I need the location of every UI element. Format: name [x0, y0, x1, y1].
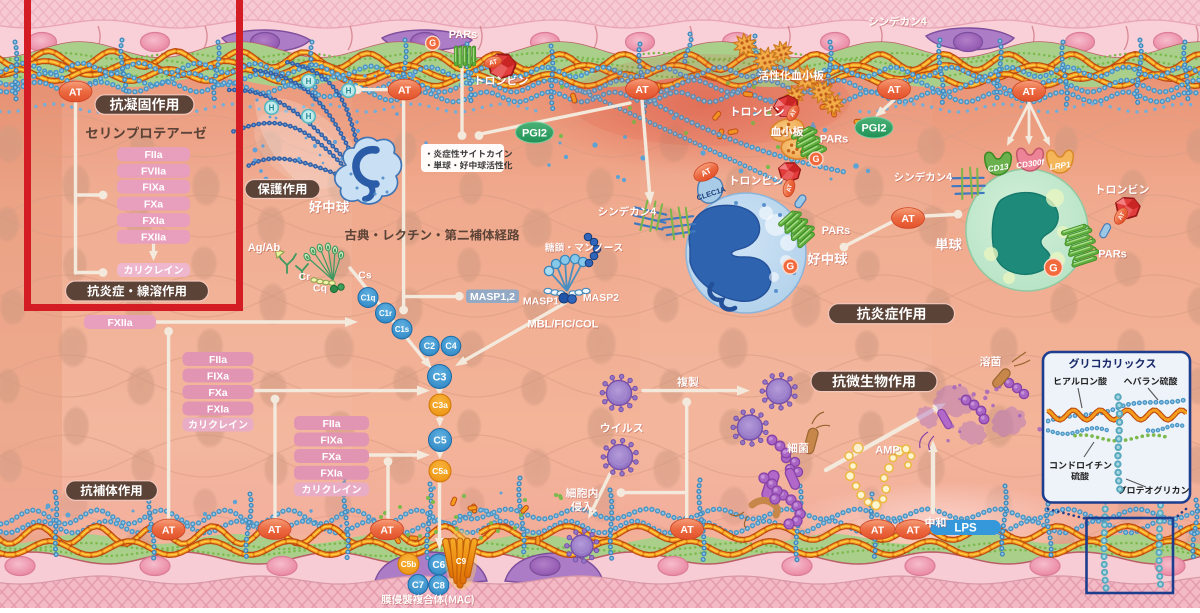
- svg-text:MASP1,2: MASP1,2: [470, 291, 515, 303]
- svg-text:Cr: Cr: [299, 271, 311, 283]
- svg-text:PARs: PARs: [820, 134, 849, 146]
- svg-text:C5a: C5a: [432, 466, 448, 476]
- svg-text:FIIa: FIIa: [322, 418, 340, 430]
- svg-text:AT: AT: [700, 166, 713, 179]
- svg-text:PARs: PARs: [450, 30, 479, 42]
- svg-text:AT: AT: [871, 524, 885, 536]
- svg-text:FXIa: FXIa: [207, 403, 229, 415]
- svg-text:FXa: FXa: [322, 451, 341, 463]
- svg-text:C2: C2: [424, 341, 435, 351]
- svg-text:C8: C8: [433, 580, 445, 591]
- svg-text:C3: C3: [433, 371, 447, 383]
- svg-text:AT: AT: [398, 84, 412, 96]
- svg-text:FXIIa: FXIIa: [107, 317, 132, 329]
- svg-text:C5b: C5b: [401, 560, 416, 569]
- svg-text:C3a: C3a: [432, 400, 448, 410]
- svg-text:H: H: [346, 86, 352, 95]
- svg-text:PARs: PARs: [822, 225, 851, 237]
- svg-text:FIIa: FIIa: [144, 149, 162, 161]
- svg-text:MBL/FIC/COL: MBL/FIC/COL: [528, 319, 599, 331]
- svg-text:AT: AT: [488, 58, 498, 67]
- svg-text:PARs: PARs: [449, 29, 478, 41]
- svg-text:PGI2: PGI2: [522, 128, 547, 140]
- svg-text:AT: AT: [887, 84, 901, 96]
- svg-text:FXa: FXa: [208, 387, 227, 399]
- svg-text:MASP2: MASP2: [584, 293, 620, 305]
- svg-text:AMP: AMP: [876, 445, 900, 457]
- svg-text:AT: AT: [380, 524, 394, 536]
- svg-text:AT: AT: [268, 524, 282, 536]
- svg-text:PARs: PARs: [1099, 249, 1128, 261]
- svg-text:Cq: Cq: [314, 283, 328, 295]
- svg-text:CD13: CD13: [987, 162, 1009, 174]
- svg-text:AT: AT: [69, 86, 83, 98]
- svg-text:AT: AT: [1022, 86, 1036, 98]
- svg-text:AT: AT: [901, 213, 915, 225]
- svg-text:AT: AT: [906, 524, 920, 536]
- svg-text:G: G: [786, 262, 794, 273]
- svg-text:FIXa: FIXa: [320, 434, 342, 446]
- svg-text:H: H: [269, 103, 275, 112]
- svg-text:AMP: AMP: [875, 445, 899, 457]
- svg-text:PGI2: PGI2: [861, 123, 886, 135]
- svg-text:AT: AT: [635, 84, 649, 96]
- svg-text:Cs: Cs: [358, 269, 372, 281]
- svg-text:LRP1: LRP1: [1049, 160, 1071, 172]
- svg-text:C1q: C1q: [361, 293, 376, 302]
- svg-text:FIXa: FIXa: [142, 181, 164, 193]
- svg-text:FXIa: FXIa: [142, 215, 164, 227]
- svg-text:G: G: [1049, 262, 1058, 274]
- svg-text:FXIIa: FXIIa: [141, 232, 166, 244]
- svg-text:Cr: Cr: [299, 272, 311, 284]
- svg-text:LPS: LPS: [954, 523, 977, 535]
- svg-text:FIIa: FIIa: [209, 354, 227, 366]
- svg-text:MBL/FIC/COL: MBL/FIC/COL: [528, 319, 599, 331]
- svg-text:C1s: C1s: [395, 325, 410, 334]
- svg-text:C1r: C1r: [379, 309, 392, 318]
- svg-text:PARs: PARs: [823, 226, 852, 238]
- svg-text:MASP1: MASP1: [523, 295, 559, 307]
- svg-text:H: H: [306, 77, 312, 86]
- svg-text:FVIIa: FVIIa: [141, 166, 166, 178]
- svg-text:Ag/Ab: Ag/Ab: [249, 243, 282, 255]
- svg-text:AT: AT: [1118, 212, 1127, 222]
- svg-text:FXa: FXa: [144, 198, 163, 210]
- svg-text:C7: C7: [412, 580, 424, 591]
- svg-text:PARs: PARs: [821, 134, 850, 146]
- svg-text:C6: C6: [432, 560, 445, 571]
- svg-text:C9: C9: [456, 557, 467, 566]
- svg-text:AT: AT: [786, 184, 794, 193]
- svg-text:AT: AT: [680, 524, 694, 536]
- svg-text:G: G: [812, 154, 819, 164]
- svg-text:C4: C4: [445, 341, 456, 351]
- svg-text:Cs: Cs: [359, 270, 373, 282]
- svg-text:Ag/Ab: Ag/Ab: [248, 242, 281, 254]
- svg-text:H: H: [306, 112, 312, 121]
- svg-text:FXIa: FXIa: [320, 468, 342, 480]
- svg-text:CD300f: CD300f: [1016, 157, 1046, 170]
- svg-text:PARs: PARs: [1098, 249, 1127, 261]
- svg-text:MASP1: MASP1: [524, 296, 560, 308]
- svg-text:C5: C5: [433, 436, 446, 447]
- svg-text:FIXa: FIXa: [207, 370, 229, 382]
- svg-text:G: G: [429, 38, 436, 48]
- svg-text:MASP2: MASP2: [583, 292, 619, 304]
- svg-text:Cq: Cq: [313, 282, 327, 294]
- svg-text:AT: AT: [790, 109, 799, 119]
- svg-text:AT: AT: [162, 524, 176, 536]
